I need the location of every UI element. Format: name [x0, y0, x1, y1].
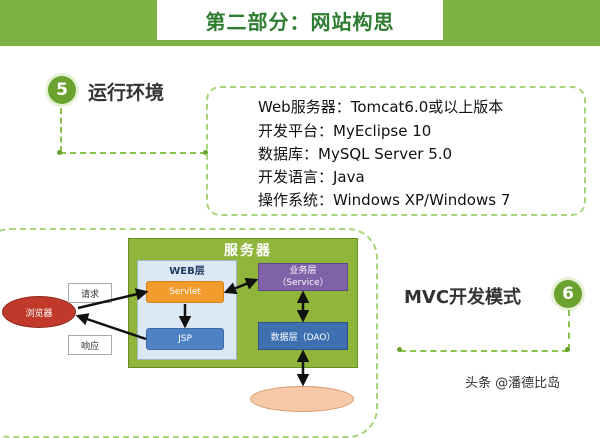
watermark: 头条 @潘德比岛	[465, 376, 561, 391]
servlet-node: Servlet	[146, 281, 224, 303]
web-layer-label: WEB层	[169, 266, 205, 277]
connector-dot	[565, 347, 570, 352]
server-label: 服务器	[224, 243, 272, 259]
dao-layer-node: 数据层（DAO）	[258, 322, 348, 350]
env-language: 开发语言：Java	[258, 168, 365, 186]
service-layer-label: 业务层	[289, 266, 317, 276]
jsp-node: JSP	[146, 328, 224, 350]
connector-line	[60, 108, 62, 152]
connector-dot	[203, 150, 208, 155]
connector-dot	[57, 150, 62, 155]
request-label: 请求	[68, 283, 112, 303]
connector-dot	[397, 347, 402, 352]
response-label: 响应	[68, 335, 112, 355]
section-number-badge: 6	[554, 280, 582, 308]
environment-panel	[206, 86, 586, 216]
section-title-mvc: MVC开发模式	[404, 287, 522, 308]
connector-line	[568, 310, 570, 350]
section-number-badge: 5	[48, 76, 76, 104]
env-os: 操作系统：Windows XP/Windows 7	[258, 191, 511, 209]
page-title: 第二部分：网站构思	[157, 0, 443, 40]
service-layer-node: 业务层 （Service）	[258, 263, 348, 291]
env-platform: 开发平台：MyEclipse 10	[258, 122, 432, 140]
connector-line	[60, 152, 206, 154]
connector-line	[400, 350, 568, 352]
service-layer-sublabel: （Service）	[277, 278, 329, 288]
browser-node: 浏览器	[2, 296, 76, 328]
env-database: 数据库：MySQL Server 5.0	[258, 145, 453, 163]
env-web-server: Web服务器：Tomcat6.0或以上版本	[258, 98, 504, 116]
section-title-env: 运行环境	[88, 82, 165, 104]
database-cylinder	[250, 386, 354, 412]
